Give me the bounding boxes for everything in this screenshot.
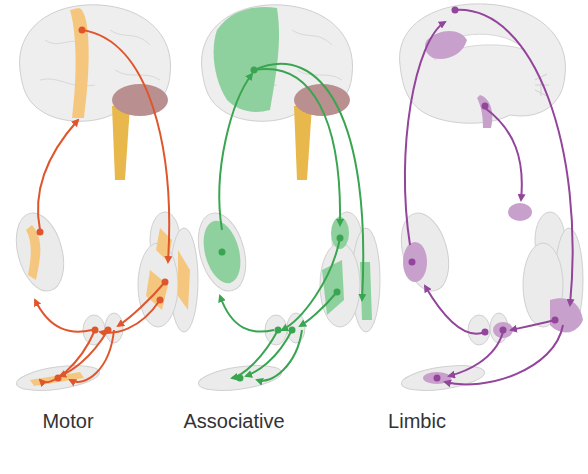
panel-label: Associative [183, 410, 284, 433]
panel-label: Motor [42, 410, 93, 433]
panel-label: Limbic [388, 410, 446, 433]
